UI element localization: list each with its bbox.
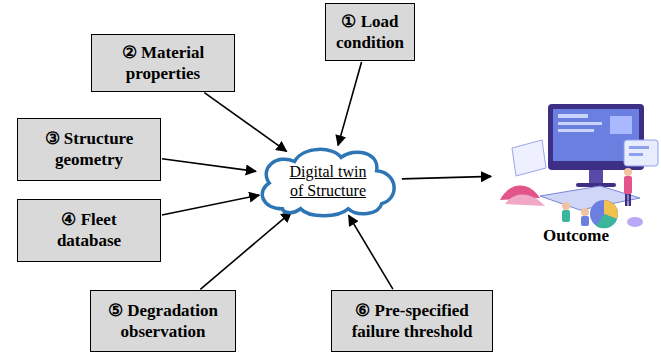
person-head <box>562 202 570 210</box>
input-box: ② Material properties <box>91 34 235 92</box>
person-head <box>624 168 632 176</box>
mouse <box>627 217 643 227</box>
input-box: ⑥ Pre-specified failure threshold <box>331 290 493 352</box>
outcome-label: Outcome <box>543 226 609 248</box>
person-body <box>581 216 589 226</box>
input-label: ⑥ Pre-specified failure threshold <box>338 300 486 343</box>
input-arrow <box>338 62 362 145</box>
chart-card <box>512 140 546 176</box>
input-arrow <box>402 176 491 179</box>
input-box: ④ Fleet database <box>17 199 161 262</box>
person-head <box>581 208 589 216</box>
input-arrow <box>349 215 393 289</box>
input-label: ② Material properties <box>98 42 228 85</box>
input-arrow <box>162 195 259 215</box>
digital-twin-cloud: Digital twin of Structure <box>252 144 404 218</box>
person-leg <box>629 194 632 206</box>
input-arrow <box>204 93 286 152</box>
twin-label: Digital twin of Structure <box>281 162 375 200</box>
input-label: ③ Structure geometry <box>29 128 149 171</box>
screen-panel <box>610 116 632 134</box>
input-box: ① Load condition <box>325 3 415 61</box>
input-arrow <box>200 212 291 289</box>
input-label: ⑤ Degradation observation <box>97 300 229 343</box>
pie-chart <box>590 200 618 228</box>
screen-bar <box>558 129 594 132</box>
screen-bar <box>558 122 602 125</box>
monitor-stand <box>589 170 603 184</box>
person-leg <box>625 194 628 206</box>
screen-bar <box>558 114 588 118</box>
person-body <box>562 210 570 222</box>
side-panel <box>624 140 658 166</box>
outcome-node: Outcome <box>493 100 659 248</box>
input-arrow <box>162 159 256 172</box>
panel-bar <box>629 146 649 149</box>
input-label: ④ Fleet database <box>34 209 144 252</box>
input-box: ⑤ Degradation observation <box>90 290 236 352</box>
cloud-outline <box>252 144 404 218</box>
input-box: ③ Structure geometry <box>17 118 161 181</box>
input-label: ① Load condition <box>331 11 409 54</box>
chart-wave <box>505 194 545 206</box>
panel-bar <box>629 153 643 156</box>
person-body <box>624 176 632 194</box>
